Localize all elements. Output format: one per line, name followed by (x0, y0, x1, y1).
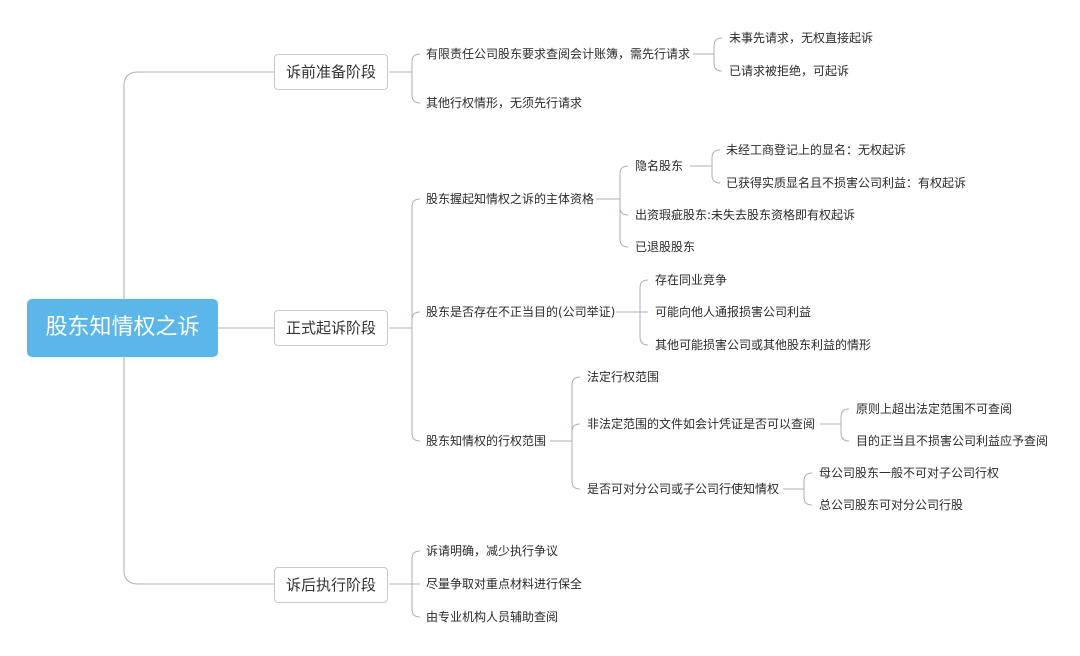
node-competition: 存在同业竞争 (655, 273, 728, 287)
connector-stage-2 (389, 198, 421, 442)
node-other-harm: 其他可能损害公司或其他股东利益的情形 (655, 338, 872, 352)
node-non-statutory-docs: 非法定范围的文件如会计凭证是否可以查阅 (587, 417, 816, 431)
node-subject-qualification: 股东握起知情权之诉的主体资格 (426, 192, 595, 206)
connector-purpose (616, 279, 649, 346)
node-preservation: 尽量争取对重点材料进行保全 (426, 577, 583, 591)
node-disclose-to-others: 可能向他人通报损害公司利益 (655, 305, 812, 319)
stage-post-litigation: 诉后执行阶段 (274, 567, 388, 603)
node-generally-no: 原则上超出法定范围不可查阅 (856, 402, 1013, 416)
node-improper-purpose: 股东是否存在不正当目的(公司举证) (426, 305, 616, 319)
node-professional-assist: 由专业机构人员辅助查阅 (426, 610, 559, 624)
node-branch-subsidiary: 是否可对分公司或子公司行使知情权 (587, 482, 780, 496)
connector-hidden (690, 149, 721, 184)
node-scope: 股东知情权的行权范围 (426, 434, 547, 448)
stage-formal-litigation: 正式起诉阶段 (274, 310, 388, 346)
node-not-registered: 未经工商登记上的显名：无权起诉 (726, 143, 907, 157)
connector-non-statutory (820, 408, 850, 442)
connector-stage-1 (389, 53, 421, 104)
connector-branch (783, 472, 813, 506)
node-head-branch: 总公司股东可对分公司行股 (819, 498, 964, 512)
connector-root (123, 71, 274, 585)
node-other-situations: 其他行权情形，无须先行请求 (426, 96, 583, 110)
connector-scope (550, 376, 581, 490)
node-clear-claims: 诉请明确，减少执行争议 (426, 544, 559, 558)
node-substantive-named: 已获得实质显名且不损害公司利益：有权起诉 (726, 176, 967, 190)
node-proper-purpose-yes: 目的正当且不损害公司利益应予查阅 (856, 434, 1049, 448)
connector-subject (596, 165, 629, 248)
connector-stage-3 (389, 550, 421, 618)
node-parent-subsidiary: 母公司股东一般不可对子公司行权 (819, 466, 1000, 480)
node-request-refused: 已请求被拒绝，可起诉 (729, 64, 850, 78)
node-statutory-scope: 法定行权范围 (587, 370, 660, 384)
node-no-prior-request: 未事先请求，无权直接起诉 (729, 31, 874, 45)
node-hidden-shareholder: 隐名股东 (635, 159, 684, 173)
node-account-book-request: 有限责任公司股东要求查阅会计账簿，需先行请求 (426, 47, 691, 61)
node-defective-contribution: 出资瑕疵股东:未失去股东资格即有权起诉 (635, 208, 856, 222)
stage-pre-litigation: 诉前准备阶段 (274, 54, 388, 90)
node-withdrawn-shareholder: 已退股股东 (635, 240, 696, 254)
root-topic: 股东知情权之诉 (27, 299, 218, 357)
connector-account-book (693, 37, 723, 72)
